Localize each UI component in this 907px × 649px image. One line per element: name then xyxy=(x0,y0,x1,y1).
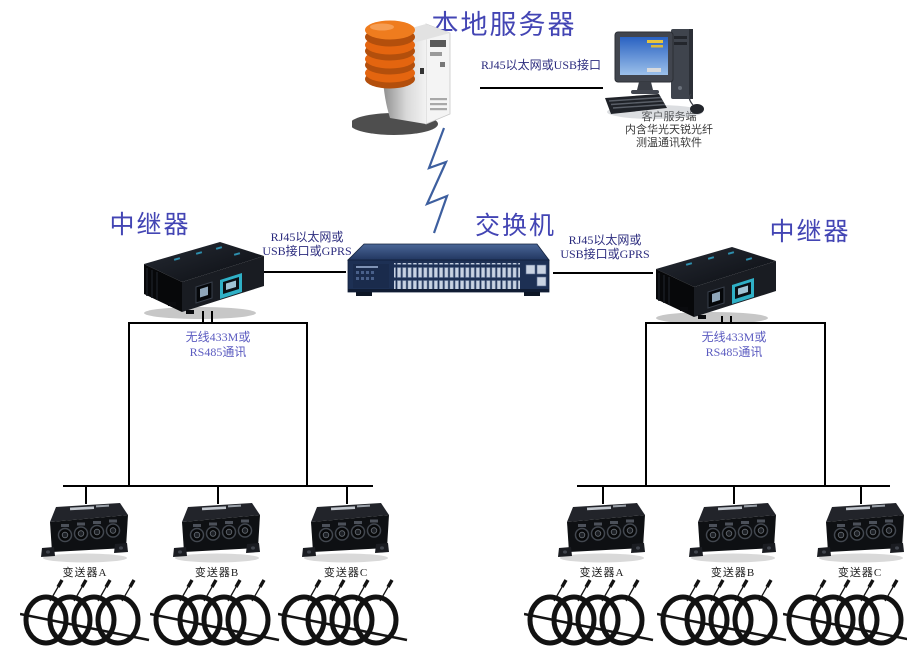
connection-line xyxy=(128,322,130,487)
connection-line xyxy=(480,87,603,89)
connection-line xyxy=(602,485,604,504)
server-tower-with-database-icon xyxy=(352,8,470,136)
client-caption-line: 测温通讯软件 xyxy=(636,137,702,149)
bus-label-line: 无线433M或 xyxy=(185,330,251,344)
transmitter-label: 变送器B xyxy=(194,567,240,579)
link-label-line: RJ45以太网或 xyxy=(568,233,642,247)
bus-label-right: 无线433M或 RS485通讯 xyxy=(676,330,792,360)
transmitter-label: 变送器A xyxy=(62,567,108,579)
transmitter-label: 变送器B xyxy=(710,567,756,579)
transmitter-box-icon xyxy=(557,500,647,564)
link-label-line: USB接口或GPRS xyxy=(262,244,352,258)
transmitter-box-icon xyxy=(688,500,778,564)
switch-label: 交换机 xyxy=(474,213,556,240)
server-title: 本地服务器 xyxy=(431,10,577,40)
bus-label-left: 无线433M或 RS485通讯 xyxy=(160,330,276,360)
fiber-coil-icon xyxy=(278,578,408,648)
bus-label-line: 无线433M或 xyxy=(701,330,767,344)
connection-line xyxy=(306,322,308,487)
connection-line xyxy=(264,271,346,273)
fiber-coil-icon xyxy=(150,578,280,648)
connection-line xyxy=(824,322,826,487)
repeater-box-icon xyxy=(138,236,268,320)
rack-switch-icon xyxy=(344,240,555,300)
repeater-box-icon xyxy=(650,241,780,325)
repeater-right-label: 中继器 xyxy=(769,219,851,246)
transmitter-label: 变送器A xyxy=(579,567,625,579)
link-label-line: RJ45以太网或 xyxy=(270,230,344,244)
connection-line xyxy=(553,272,653,274)
connection-line xyxy=(346,485,348,504)
lightning-link-icon xyxy=(424,127,449,234)
fiber-coil-icon xyxy=(20,578,150,648)
connection-line xyxy=(217,485,219,504)
transmitter-label: 变送器C xyxy=(837,567,883,579)
client-caption-line: 内含华光天锐光纤 xyxy=(625,124,713,136)
fiber-coil-icon xyxy=(524,578,654,648)
desktop-pc-icon xyxy=(603,24,711,120)
transmitter-box-icon xyxy=(40,500,130,564)
connection-line xyxy=(85,485,87,504)
connection-line xyxy=(733,485,735,504)
bus-label-line: RS485通讯 xyxy=(189,345,247,359)
connection-line xyxy=(645,322,647,487)
connection-line xyxy=(128,322,308,324)
repeater-left-label: 中继器 xyxy=(109,212,191,239)
fiber-coil-icon xyxy=(657,578,787,648)
connection-line xyxy=(860,485,862,504)
link-label-switch-right: RJ45以太网或 USB接口或GPRS xyxy=(547,233,663,261)
link-label-switch-left: RJ45以太网或 USB接口或GPRS xyxy=(249,230,365,258)
transmitter-box-icon xyxy=(301,500,391,564)
transmitter-label: 变送器C xyxy=(323,567,369,579)
link-label-line: USB接口或GPRS xyxy=(560,247,650,261)
link-label-server-client: RJ45以太网或USB接口 xyxy=(480,58,602,72)
fiber-coil-icon xyxy=(783,578,907,648)
transmitter-box-icon xyxy=(816,500,906,564)
bus-label-line: RS485通讯 xyxy=(705,345,763,359)
transmitter-box-icon xyxy=(172,500,262,564)
